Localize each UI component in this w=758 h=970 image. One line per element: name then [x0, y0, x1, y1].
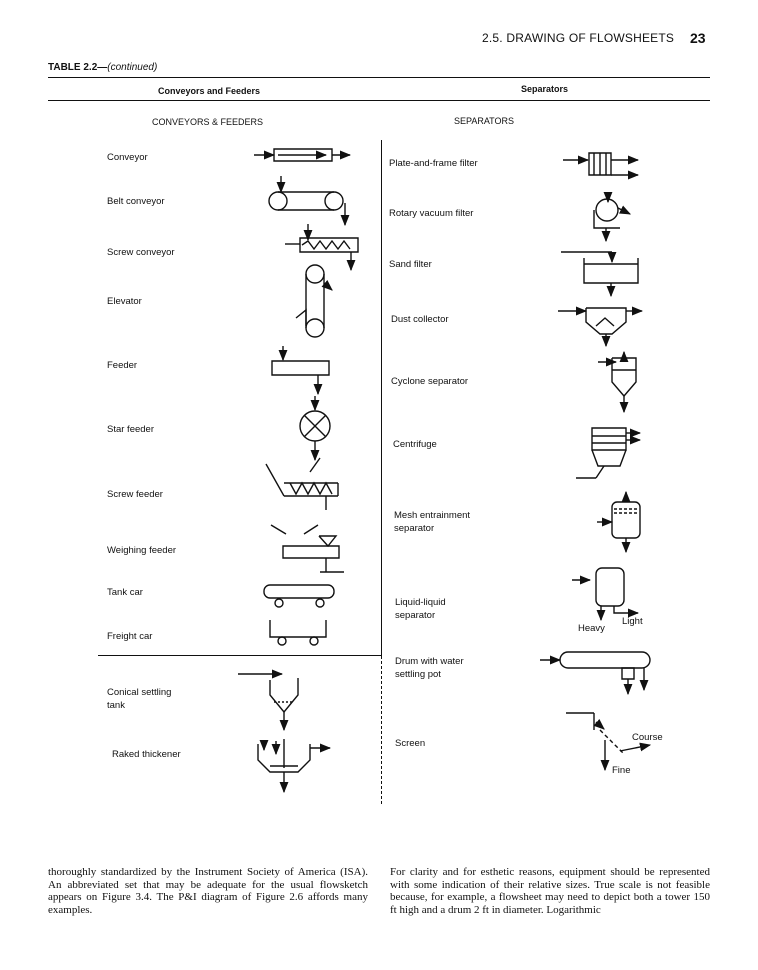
- table-title-suffix: (continued): [107, 62, 158, 73]
- rotary-vacuum-filter-symbol: [594, 191, 632, 243]
- screw-feeder-symbol: [266, 458, 338, 510]
- right-heading: SEPARATORS: [454, 116, 515, 126]
- tank-car-symbol: [264, 585, 334, 607]
- column-divider: [381, 140, 382, 655]
- label-sand-filter: Sand filter: [389, 259, 432, 270]
- left-section-rule: [98, 655, 382, 656]
- page-number: 23: [690, 30, 706, 46]
- feeder-symbol: [272, 346, 329, 396]
- centrifuge-symbol: [576, 428, 642, 478]
- label-raked-thickener: Raked thickener: [112, 749, 181, 760]
- label-plate-and-frame-filter: Plate-and-frame filter: [389, 158, 478, 169]
- column-head-left: Conveyors and Feeders: [158, 86, 261, 96]
- conical-settling-tank-symbol: [238, 669, 298, 732]
- table-title-label: TABLE 2.2—: [48, 62, 108, 73]
- annotation-fine: Fine: [612, 765, 631, 776]
- cyclone-separator-symbol: [598, 350, 636, 414]
- annotation-heavy: Heavy: [578, 623, 605, 634]
- label-conveyor: Conveyor: [107, 152, 148, 163]
- weighing-feeder-symbol: [271, 525, 344, 572]
- elevator-symbol: [296, 265, 333, 337]
- mesh-entrainment-separator-symbol: [597, 490, 640, 554]
- label-cyclone-separator: Cyclone separator: [391, 376, 469, 387]
- sand-filter-symbol: [561, 252, 638, 298]
- belt-conveyor-symbol: [269, 176, 350, 227]
- plate-and-frame-filter-symbol: [563, 153, 640, 180]
- table-head-rule: [48, 100, 710, 101]
- column-head-right: Separators: [521, 84, 569, 94]
- label-rotary-vacuum-filter: Rotary vacuum filter: [389, 208, 474, 219]
- column-divider-dashed: [381, 656, 382, 804]
- annotation-light: Light: [622, 616, 643, 627]
- label-tank-car: Tank car: [107, 587, 143, 598]
- body-text-left: thoroughly standardized by the Instrumen…: [48, 866, 368, 916]
- label-screw-conveyor: Screw conveyor: [107, 247, 175, 258]
- label-weighing-feeder: Weighing feeder: [107, 545, 177, 556]
- body-text-right: For clarity and for esthetic reasons, eq…: [390, 866, 710, 916]
- conveyor-symbol: [254, 149, 352, 161]
- label-screw-feeder: Screw feeder: [107, 489, 163, 500]
- star-feeder-symbol: [300, 396, 330, 462]
- running-head: 2.5. DRAWING OF FLOWSHEETS: [482, 31, 675, 45]
- label-belt-conveyor: Belt conveyor: [107, 196, 165, 207]
- label-feeder: Feeder: [107, 360, 138, 371]
- drum-settling-pot-symbol: [540, 652, 650, 696]
- table-title: TABLE 2.2—(continued): [48, 62, 157, 73]
- table-top-rule: [48, 77, 710, 78]
- label-dust-collector: Dust collector: [391, 314, 449, 325]
- dust-collector-symbol: [558, 306, 644, 348]
- screen-symbol: [566, 713, 652, 772]
- screw-conveyor-symbol: [285, 224, 358, 272]
- raked-thickener-symbol: [258, 739, 332, 794]
- liquid-liquid-separator-symbol: [572, 568, 640, 622]
- label-freight-car: Freight car: [107, 631, 153, 642]
- label-screen: Screen: [395, 738, 426, 749]
- label-elevator: Elevator: [107, 296, 142, 307]
- label-star-feeder: Star feeder: [107, 424, 154, 435]
- annotation-course: Course: [632, 732, 663, 743]
- label-centrifuge: Centrifuge: [393, 439, 437, 450]
- freight-car-symbol: [270, 620, 326, 645]
- left-heading: CONVEYORS & FEEDERS: [152, 117, 264, 127]
